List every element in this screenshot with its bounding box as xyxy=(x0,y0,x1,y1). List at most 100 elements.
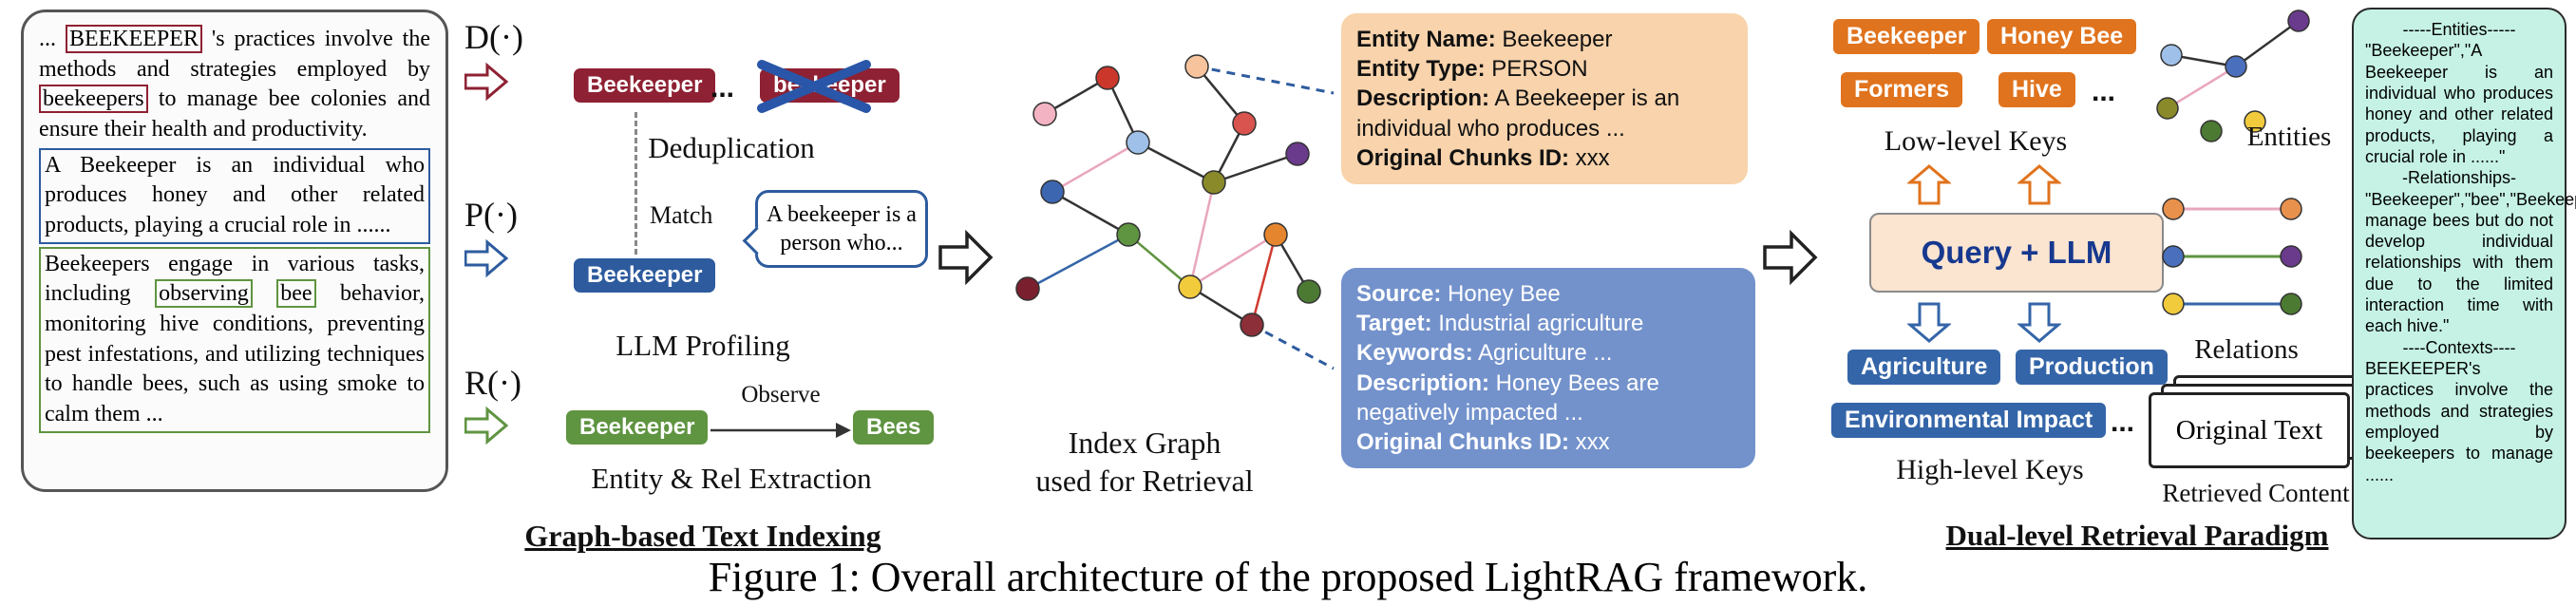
relation-source-key: Source: xyxy=(1356,281,1442,307)
extract-entity-badge: Beekeeper xyxy=(566,410,709,445)
relation-chunks-key: Original Chunks ID: xyxy=(1356,428,1570,455)
boxed-entity-bee: bee xyxy=(276,279,316,309)
source-text: Beekeepers engage in various tasks, incl… xyxy=(45,251,425,307)
relations-mini-graph xyxy=(2162,198,2302,315)
relation-desc-value: Honey Bees are negatively impacted ... xyxy=(1356,369,1659,426)
relation-target-line: Target: Industrial agriculture xyxy=(1356,309,1740,338)
relation-keywords-line: Keywords: Agriculture ... xyxy=(1356,338,1740,368)
entity-type-line: Entity Type: PERSON xyxy=(1356,54,1733,84)
boxed-entity-beekeeper: BEEKEEPER xyxy=(65,25,202,53)
relationships-header: -Relationships- xyxy=(2401,168,2517,188)
high-key-badge: Agriculture xyxy=(1847,350,2001,385)
entity-desc-value: A Beekeeper is an individual who produce… xyxy=(1356,85,1680,142)
entity-desc-line: Description: A Beekeeper is an individua… xyxy=(1356,84,1733,142)
high-level-keys-label: High-level Keys xyxy=(1896,454,2084,485)
profile-operator-label: P(·) xyxy=(464,196,518,234)
relation-edge-label: Observe xyxy=(741,382,821,407)
down-arrow-icon xyxy=(2017,302,2061,343)
match-connector-line xyxy=(635,112,637,255)
entity-name-line: Entity Name: Beekeeper xyxy=(1356,25,1733,54)
entity-chunks-value: xxx xyxy=(1569,144,1610,171)
extract-operator-label: R(·) xyxy=(464,364,521,402)
query-llm-box: Query + LLM xyxy=(1869,213,2164,293)
relation-desc-line: Description: Honey Bees are negatively i… xyxy=(1356,369,1740,427)
down-arrow-icon xyxy=(1907,302,1951,343)
up-arrow-icon xyxy=(2017,164,2061,205)
retrieved-content-label: Retrieved Content xyxy=(2162,479,2350,507)
relation-chunks-value: xxx xyxy=(1569,428,1610,455)
entity-name-key: Entity Name: xyxy=(1356,27,1496,52)
entity-type-value: PERSON xyxy=(1485,56,1588,83)
extract-arrow-icon xyxy=(464,407,508,445)
relation-target-value: Industrial agriculture xyxy=(1431,311,1644,337)
entity-card: Entity Name: Beekeeper Entity Type: PERS… xyxy=(1341,13,1748,184)
index-graph xyxy=(1015,54,1335,370)
entity-type-key: Entity Type: xyxy=(1356,56,1486,83)
entities-label: Entities xyxy=(2246,122,2332,152)
index-graph-label-line2: used for Retrieval xyxy=(1035,464,1254,498)
dedup-entity-badge: Beekeeper xyxy=(574,68,716,103)
profiled-sentence-box: A Beekeeper is an individual who produce… xyxy=(39,147,430,244)
indexing-section-caption: Graph-based Text Indexing xyxy=(524,519,881,553)
retrieval-section-caption: Dual-level Retrieval Paradigm xyxy=(1945,519,2329,552)
dedup-arrow-icon xyxy=(464,63,508,101)
retrieval-result-panel: -----Entities----- "Beekeeper","A Beekee… xyxy=(2352,8,2576,540)
source-text: behavior, monitoring hive conditions, pr… xyxy=(45,281,425,427)
high-key-badge: Environmental Impact xyxy=(1831,403,2107,438)
profile-arrow-icon xyxy=(464,239,508,277)
entities-header: -----Entities----- xyxy=(2402,20,2516,39)
dedup-ellipsis: ... xyxy=(710,72,735,104)
boxed-entity-beekeepers: beekeepers xyxy=(39,85,148,114)
relation-target-key: Target: xyxy=(1356,311,1432,337)
match-label: Match xyxy=(650,201,713,229)
relation-desc-key: Description: xyxy=(1356,369,1490,396)
entity-chunks-key: Original Chunks ID: xyxy=(1356,144,1570,171)
retrieved-text-stack: Original Text xyxy=(2149,375,2381,475)
profiled-sentence: A Beekeeper is an individual who produce… xyxy=(45,152,425,238)
boxed-entity-observing: observing xyxy=(155,279,253,309)
index-graph-label-line1: Index Graph xyxy=(1068,426,1222,460)
source-text: to manage bee colonies and ensure their … xyxy=(39,86,430,142)
contexts-header: ----Contexts---- xyxy=(2402,337,2516,357)
entities-mini-graph xyxy=(2156,9,2310,142)
relation-keywords-value: Agriculture ... xyxy=(1472,340,1613,367)
flow-arrow-icon xyxy=(1763,229,1818,286)
source-text-panel: ... BEEKEEPER 's practices involve the m… xyxy=(21,9,448,492)
original-text-card: Original Text xyxy=(2149,392,2350,468)
profile-entity-badge: Beekeeper xyxy=(574,258,716,293)
flow-arrow-icon xyxy=(938,229,994,286)
entity-desc-key: Description: xyxy=(1356,85,1490,112)
relation-source-line: Source: Honey Bee xyxy=(1356,279,1740,309)
low-key-badge: Honey Bee xyxy=(1987,19,2137,54)
relation-arrow-icon xyxy=(710,423,851,438)
high-keys-ellipsis: ... xyxy=(2111,407,2135,438)
entities-result-text: "Beekeeper","A Beekeeper is an individua… xyxy=(2365,41,2553,166)
entity-name-value: Beekeeper xyxy=(1495,27,1613,52)
low-key-badge: Beekeeper xyxy=(1833,19,1980,54)
delete-cross-icon xyxy=(757,60,871,113)
dedup-step-label: Deduplication xyxy=(648,131,815,164)
source-text: 's practices involve the methods and str… xyxy=(39,27,431,82)
llm-profile-bubble: A beekeeper is a person who... xyxy=(755,190,928,268)
low-keys-ellipsis: ... xyxy=(2092,76,2116,107)
source-text xyxy=(253,281,276,306)
extract-step-label: Entity & Rel Extraction xyxy=(591,462,872,495)
extract-target-badge: Bees xyxy=(853,410,935,445)
dedup-operator-label: D(·) xyxy=(464,18,523,56)
relation-keywords-key: Keywords: xyxy=(1356,340,1473,367)
relation-source-value: Honey Bee xyxy=(1441,281,1561,307)
relation-card: Source: Honey Bee Target: Industrial agr… xyxy=(1341,268,1755,469)
low-key-badge: Formers xyxy=(1841,72,1963,107)
relationships-result-text: "Beekeeper","bee","Beekeepers manage bee… xyxy=(2365,189,2576,336)
low-level-keys-label: Low-level Keys xyxy=(1884,125,2068,157)
relations-label: Relations xyxy=(2194,334,2299,365)
extraction-sentence-box: Beekeepers engage in various tasks, incl… xyxy=(39,246,430,433)
contexts-result-text: BEEKEEPER's practices involve the method… xyxy=(2365,359,2553,484)
source-text: ... xyxy=(39,27,66,51)
low-key-badge: Hive xyxy=(1998,72,2075,107)
up-arrow-icon xyxy=(1907,164,1951,205)
figure-caption: Figure 1: Overall architecture of the pr… xyxy=(708,554,1868,600)
high-key-badge: Production xyxy=(2016,350,2168,385)
relation-chunks-line: Original Chunks ID: xxx xyxy=(1356,427,1740,457)
